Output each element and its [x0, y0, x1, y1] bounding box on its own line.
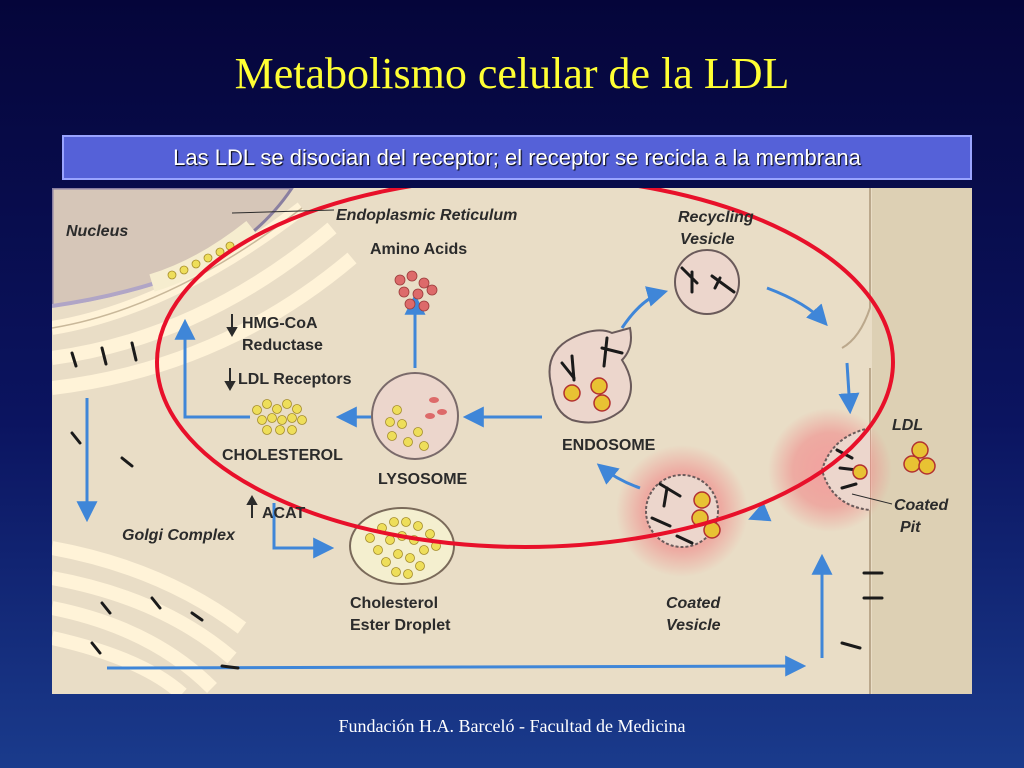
plasma-membrane: [841, 188, 972, 694]
cholesterol-cluster: [252, 399, 307, 435]
label-ldl-receptors: LDL Receptors: [238, 371, 352, 388]
lysosome: [371, 372, 459, 460]
label-acat: ACAT: [262, 505, 305, 522]
regulation-arrows: [224, 314, 258, 518]
subtitle-box: Las LDL se disocian del receptor; el rec…: [62, 135, 972, 180]
label-golgi: Golgi Complex: [122, 527, 236, 544]
label-amino-acids: Amino Acids: [370, 241, 467, 258]
label-cholesterol-ester-1: Cholesterol: [350, 595, 438, 612]
label-endosome: ENDOSOME: [562, 437, 656, 454]
label-coated-vesicle-1: Coated: [666, 595, 721, 612]
label-recycling: Recycling: [678, 209, 754, 226]
label-coated-pit-1: Coated: [894, 497, 949, 514]
er-cholesterol-dots: [167, 241, 235, 280]
pathway-arrows: [76, 286, 860, 677]
coated-pit-leader-line: [851, 493, 893, 505]
subtitle-text: Las LDL se disocian del receptor; el rec…: [173, 144, 861, 170]
label-cholesterol: CHOLESTEROL: [222, 447, 343, 464]
ldl-metabolism-diagram: Nucleus Endoplasmic Reticulum Amino Acid…: [52, 188, 972, 694]
highlight-ring: [155, 188, 895, 549]
cholesterol-ester-droplet: [349, 507, 455, 585]
amino-acid-dots: [394, 270, 438, 312]
coated-vesicle: [645, 474, 721, 548]
label-cholesterol-ester-2: Ester Droplet: [350, 617, 451, 634]
er-leader-line: [231, 209, 335, 214]
recycling-vesicle: [674, 249, 740, 315]
endosome: [548, 326, 632, 424]
endosome-ldl-particles: [563, 377, 611, 412]
cytoplasmic-receptors: [70, 341, 884, 670]
free-ldl-particles: [903, 441, 936, 475]
label-lysosome: LYSOSOME: [378, 471, 468, 488]
footer: Fundación H.A. Barceló - Facultad de Med…: [338, 716, 686, 736]
endoplasmic-reticulum: [52, 202, 357, 395]
label-reductase: Reductase: [242, 337, 323, 354]
label-ldl: LDL: [892, 417, 923, 434]
golgi-complex: [52, 541, 247, 694]
label-coated-pit-2: Pit: [900, 519, 921, 536]
label-endoplasmic-reticulum: Endoplasmic Reticulum: [336, 207, 517, 224]
label-coated-vesicle-2: Vesicle: [666, 617, 721, 634]
label-vesicle: Vesicle: [680, 231, 735, 248]
label-nucleus: Nucleus: [66, 223, 128, 240]
label-hmg-coa: HMG-CoA: [242, 315, 318, 332]
slide-title: Metabolismo celular de la LDL: [234, 49, 790, 98]
